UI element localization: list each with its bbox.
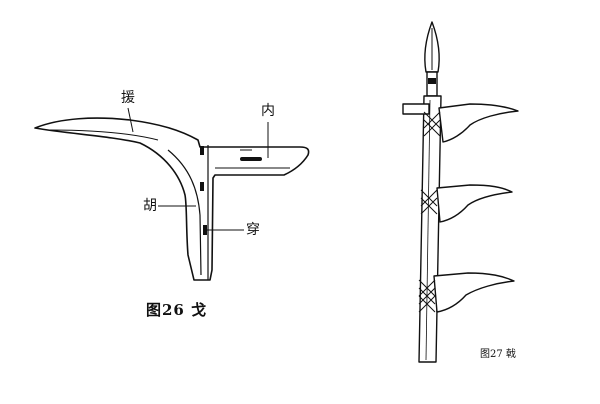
ji-blade-1 — [438, 103, 519, 143]
ge-blade-midrib — [49, 129, 159, 141]
label-nei: 内 — [261, 103, 275, 119]
leader-yuan — [127, 107, 134, 133]
ji-blade-2 — [436, 184, 513, 223]
ji-shaft — [418, 95, 442, 363]
ji-shaft-grain — [425, 99, 431, 361]
ji-socket-band — [428, 78, 436, 84]
ge-nei-slot — [240, 157, 262, 161]
label-chuan: 穿 — [246, 222, 260, 238]
ge-perforation-1 — [200, 146, 204, 155]
ji-binding-2 — [420, 189, 438, 215]
label-hu: 胡 — [143, 198, 157, 214]
ji-binding-3 — [418, 279, 436, 313]
ge-dagger-axe-drawing — [34, 107, 310, 281]
ji-binding-1 — [423, 111, 441, 137]
label-yuan: 援 — [121, 90, 135, 106]
ge-perforation-3 — [203, 225, 207, 235]
ge-hu-inner-curve — [167, 149, 202, 276]
ji-blade-3 — [433, 272, 515, 313]
caption-figure-27: 图27 戟 — [480, 349, 516, 360]
ji-blade-1-tang — [402, 103, 430, 115]
ji-halberd-drawing — [402, 21, 519, 363]
ge-blade-outline — [34, 117, 310, 281]
ge-perforation-2 — [200, 182, 204, 191]
caption-figure-26: 图26 戈 — [146, 301, 208, 319]
